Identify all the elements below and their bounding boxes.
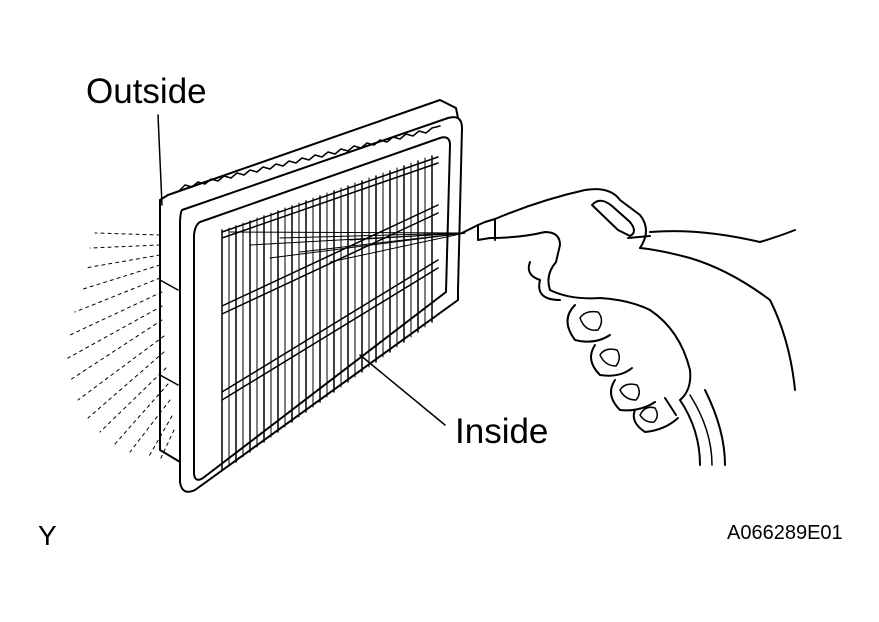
air-filter-frame	[159, 99, 463, 493]
inside-leader-line	[359, 354, 446, 426]
outside-leader-line	[157, 114, 163, 206]
hand	[538, 229, 796, 433]
inside-label: Inside	[455, 412, 549, 451]
air-spray-lines	[67, 232, 175, 461]
outside-label: Outside	[86, 72, 207, 111]
air-gun	[461, 188, 726, 466]
filter-grille	[221, 155, 439, 471]
figure-code: A066289E01	[727, 522, 843, 544]
air-jet-lines	[229, 231, 466, 263]
corner-letter: Y	[38, 520, 57, 551]
